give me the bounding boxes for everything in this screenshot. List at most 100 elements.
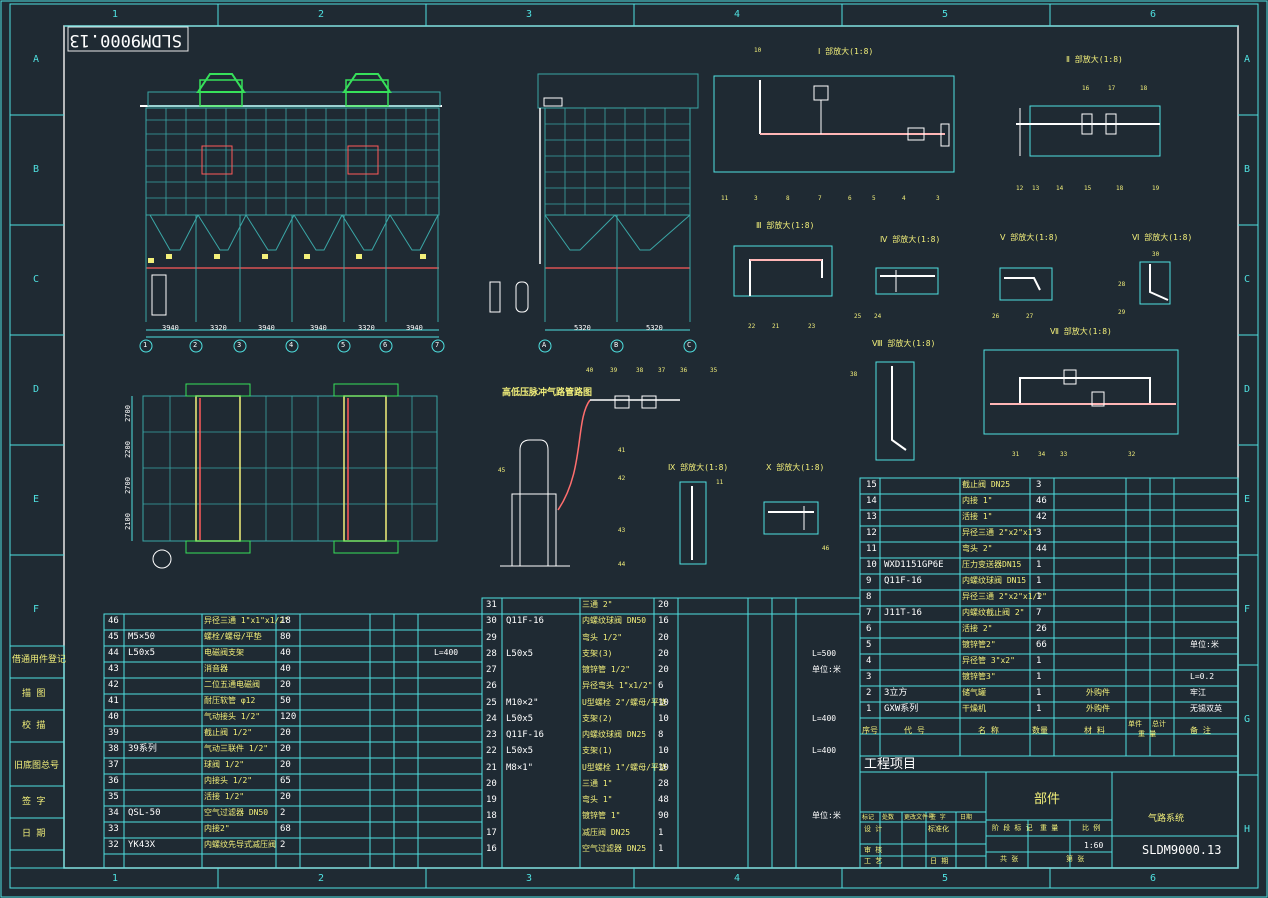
d10-num-0: 46 xyxy=(822,545,830,552)
col-label-bottom-3: 3 xyxy=(526,873,533,884)
bom-row-no: 42 xyxy=(108,680,119,690)
col-scale: 比 例 xyxy=(1082,824,1101,832)
front-axis-3: 3 xyxy=(237,341,242,349)
d1-num-1: 11 xyxy=(721,195,729,202)
d1-num-2: 3 xyxy=(754,195,758,202)
front-axis-4: 4 xyxy=(289,341,294,349)
bom-row-name: 内螺纹球阀 DN50 xyxy=(582,616,647,626)
row-label-e: E xyxy=(1244,494,1251,505)
detail-2-title: Ⅱ 部放大(1:8) xyxy=(1066,55,1123,64)
detail-7-view xyxy=(983,349,1179,435)
bom-row-note: 单位:米 xyxy=(812,665,841,674)
bom-row-qty: 2 xyxy=(280,840,286,850)
bom-row-qty: 40 xyxy=(280,648,291,658)
detail-1-title: Ⅰ 部放大(1:8) xyxy=(818,47,874,56)
d1-num-4: 7 xyxy=(818,195,822,202)
sign-mark: 标记 xyxy=(862,814,875,821)
mirrored-number-box xyxy=(67,26,189,52)
bom-row-no: 2 xyxy=(866,688,872,698)
bom-row-name: 三通 1" xyxy=(582,778,613,788)
bom-row-name: 异径管 3"x2" xyxy=(962,656,1015,665)
stamp-item-4: 旧底图总号 xyxy=(14,761,60,771)
side-axis-c: C xyxy=(687,341,692,349)
bom-row-no: 35 xyxy=(108,792,119,802)
detail-8-title: Ⅷ 部放大(1:8) xyxy=(872,339,936,348)
bom-row-qty: 2 xyxy=(280,808,286,818)
bom-row-note: L=0.2 xyxy=(1190,672,1215,681)
d1-num-8: 3 xyxy=(936,195,940,202)
front-dim-5: 3320 xyxy=(358,324,375,332)
bom-table-lines xyxy=(103,477,1239,869)
bom-row-no: 19 xyxy=(486,795,497,805)
bom-row-no: 41 xyxy=(108,696,119,706)
bom-row-no: 33 xyxy=(108,824,119,834)
d3-num-2: 23 xyxy=(808,323,816,330)
bom-row-qty: 10 xyxy=(658,746,669,757)
bom-row-name: U型螺栓 1"/螺母/平垫 xyxy=(582,762,667,772)
d7-num-2: 33 xyxy=(1060,451,1068,458)
pulse-assembly-view xyxy=(500,395,680,567)
side-stamp-box xyxy=(9,645,65,869)
bom-row-name: 镀锌管3" xyxy=(962,672,996,681)
d5-num-0: 26 xyxy=(992,313,1000,320)
bom-header-total: 总计 xyxy=(1152,720,1166,728)
detail-10-view xyxy=(763,501,819,535)
bom-row-material: 外购件 xyxy=(1086,688,1110,697)
bom-row-qty: 1 xyxy=(1036,656,1042,666)
d2-num-2: 18 xyxy=(1140,85,1148,92)
bom-row-qty: 66 xyxy=(1036,640,1047,650)
bom-row-qty: 10 xyxy=(658,697,669,708)
bom-row-name: 内螺纹截止阀 2" xyxy=(962,608,1025,617)
sheet-no: 第 张 xyxy=(1066,855,1085,863)
bom-row-note: L=400 xyxy=(434,648,459,657)
bom-header-no: 序号 xyxy=(862,726,878,735)
d2-num-5: 14 xyxy=(1056,185,1064,192)
bom-row-no: 16 xyxy=(486,843,497,854)
bom-row-qty: 20 xyxy=(658,600,669,610)
d7-num-0: 31 xyxy=(1012,451,1020,458)
front-dim-2: 3320 xyxy=(210,324,227,332)
d7-num-3: 32 xyxy=(1128,451,1136,458)
bom-row-code: YK43X xyxy=(128,840,156,850)
bom-row-name: 减压阀 DN25 xyxy=(582,827,631,837)
d3-num-1: 21 xyxy=(772,323,780,330)
d1-num-3: 8 xyxy=(786,195,790,202)
d6-num-0: 30 xyxy=(1152,251,1160,258)
bom-row-name: 内螺纹先导式减压阀 xyxy=(204,840,276,849)
col-label-top-5: 5 xyxy=(942,9,949,20)
pulse-num-42: 42 xyxy=(618,475,626,482)
bom-row-code: M8×1" xyxy=(506,762,534,773)
project-label: 工程项目 xyxy=(864,757,917,772)
front-dim-4: 3940 xyxy=(310,324,327,332)
d7-num-1: 34 xyxy=(1038,451,1046,458)
d1-num-6: 5 xyxy=(872,195,876,202)
pulse-num-45: 45 xyxy=(498,467,506,474)
pulse-num-39: 39 xyxy=(610,367,618,374)
pulse-num-40: 40 xyxy=(586,367,594,374)
col-label-top-3: 3 xyxy=(526,9,533,20)
bom-row-name: 支架(1) xyxy=(582,746,613,756)
bom-row-name: 电磁阀支架 xyxy=(204,648,244,657)
bom-row-name: 异径三通 2"x2"x1" xyxy=(962,528,1038,537)
side-axis-b: B xyxy=(614,341,619,349)
bom-row-no: 28 xyxy=(486,648,497,659)
detail-8-view xyxy=(875,361,915,461)
column-grid-ticks xyxy=(10,4,1258,888)
bom-row-no: 44 xyxy=(108,648,119,658)
drawing-number: SLDM9000.13 xyxy=(1142,843,1222,857)
front-dim-1: 3940 xyxy=(162,324,179,332)
bom-row-qty: 42 xyxy=(1036,512,1047,522)
bom-row-name: 内螺纹球阀 DN25 xyxy=(582,730,647,739)
bom-row-qty: 50 xyxy=(280,696,291,706)
bom-row-note: L=500 xyxy=(812,648,837,658)
d4-num-0: 25 xyxy=(854,313,862,320)
bom-row-qty: 20 xyxy=(280,680,291,690)
bom-row-no: 15 xyxy=(866,480,877,490)
plan-dim-1: 2700 xyxy=(123,405,132,422)
detail-4-title: Ⅳ 部放大(1:8) xyxy=(880,235,941,244)
bom-row-name: 内接头 1/2" xyxy=(204,776,253,785)
front-elevation-view xyxy=(139,73,445,353)
front-axis-1: 1 xyxy=(143,341,148,349)
